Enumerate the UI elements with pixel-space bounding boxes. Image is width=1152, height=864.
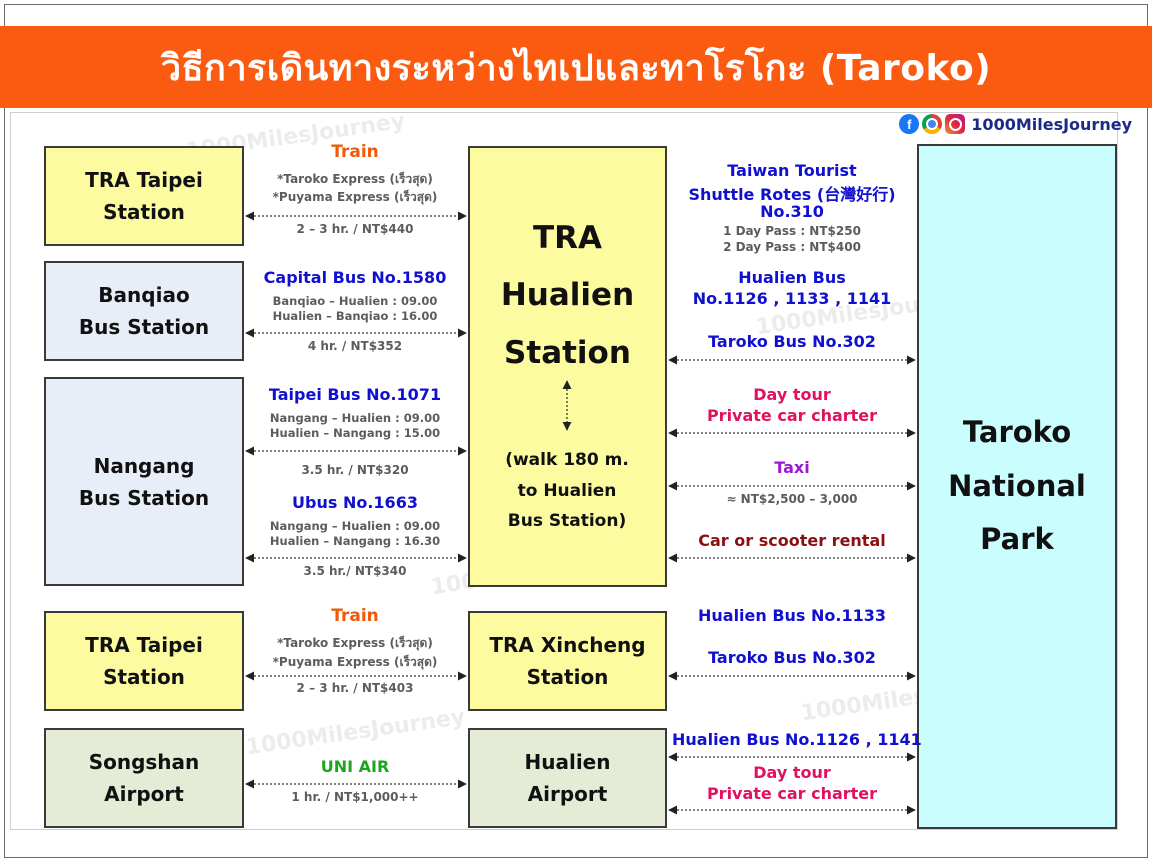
box-line: Banqiao: [98, 283, 190, 307]
route-train-note: *Taroko Express (เร็วสุด): [277, 172, 433, 186]
box-line: Hualien: [524, 750, 611, 774]
box-line: Station: [526, 665, 609, 689]
box-line: Bus Station: [78, 485, 210, 510]
content-area: [10, 112, 1118, 830]
route-tarokobus2-title: Taroko Bus No.302: [708, 648, 876, 667]
route-air-info: 1 hr. / NT$1,000++: [291, 790, 419, 804]
route-train-note: *Puyama Express (เร็วสุด): [272, 190, 438, 204]
route-daytour-title: Private car charter: [706, 406, 878, 425]
brand-name: 1000MilesJourney: [971, 114, 1132, 134]
instagram-icon[interactable]: [945, 114, 966, 134]
route-capital-note: Hualien – Banqiao : 16.00: [272, 309, 438, 323]
box-line: Station: [103, 200, 185, 224]
route-daytour-title: Day tour: [753, 385, 831, 404]
route-train2-note: *Puyama Express (เร็วสุด): [272, 655, 438, 669]
route-hualienbus-title: Hualien Bus: [738, 268, 846, 287]
box-line: Park: [980, 522, 1054, 557]
route-shuttle-note: 2 Day Pass : NT$400: [723, 240, 861, 254]
route-daytour2-title: Day tour: [753, 763, 831, 782]
route-capital-title: Capital Bus No.1580: [263, 268, 447, 287]
route-rental-title: Car or scooter rental: [698, 531, 886, 550]
route-tarokobus-title: Taroko Bus No.302: [708, 332, 876, 351]
box-line: TRA Taipei: [85, 633, 203, 657]
box-line: Airport: [104, 782, 184, 806]
route-ubus-note: Hualien – Nangang : 16.30: [269, 534, 441, 548]
route-ubus-title: Ubus No.1663: [292, 493, 418, 512]
box-line: Airport: [527, 782, 608, 806]
route-ubus-note: Nangang – Hualien : 09.00: [269, 519, 441, 533]
box-line: TRA Taipei: [85, 168, 203, 192]
tra-hualien-station-box: TRA Hualien Station: [468, 146, 667, 587]
route-train2-info: 2 – 3 hr. / NT$403: [296, 681, 414, 695]
route-hualienbus-title: No.1126 , 1133 , 1141: [692, 289, 892, 308]
box-line: National: [948, 468, 1086, 503]
walk-line: (walk 180 m.: [505, 450, 629, 470]
route-train-info: 2 – 3 hr. / NT$440: [296, 222, 414, 236]
page-title: วิธีการเดินทางระหว่างไทเปและทาโรโกะ (Tar…: [0, 26, 1152, 108]
route-taipeibus-note: Nangang – Hualien : 09.00: [269, 411, 441, 425]
route-taxi-title: Taxi: [774, 458, 810, 477]
box-line: TRA Xincheng: [489, 633, 646, 657]
box-line: TRA: [532, 220, 602, 256]
route-air-title: UNI AIR: [320, 757, 390, 776]
walk-line: to Hualien: [517, 480, 617, 501]
route-taipeibus-info: 3.5 hr. / NT$320: [301, 463, 409, 477]
facebook-icon[interactable]: f: [899, 114, 920, 134]
route-ubus-info: 3.5 hr./ NT$340: [303, 564, 407, 578]
box-line: Station: [103, 665, 185, 689]
box-line: Bus Station: [78, 315, 210, 339]
route-shuttle-note: 1 Day Pass : NT$250: [723, 224, 861, 238]
route-shuttle-title: Taiwan Tourist: [727, 161, 857, 180]
route-hb1133-title: Hualien Bus No.1133: [697, 606, 887, 625]
route-train-title: Train: [331, 142, 379, 162]
route-taipeibus-title: Taipei Bus No.1071: [268, 385, 442, 404]
route-hb1126-title: Hualien Bus No.1126 , 1141: [672, 730, 922, 749]
route-train2-note: *Taroko Express (เร็วสุด): [277, 636, 433, 650]
route-capital-info: 4 hr. / NT$352: [307, 339, 403, 353]
walk-line: Bus Station): [507, 511, 627, 532]
route-train2-title: Train: [331, 606, 379, 626]
brand-bar: f 1000MilesJourney: [899, 114, 1132, 134]
route-shuttle-title: Shuttle Rotes (台灣好行): [688, 185, 896, 204]
box-line: Nangang: [93, 453, 195, 478]
box-line: Songshan: [88, 750, 200, 774]
route-daytour2-title: Private car charter: [706, 784, 878, 803]
route-taxi-info: ≈ NT$2,500 – 3,000: [726, 492, 858, 506]
route-shuttle-title: No.310: [760, 202, 824, 221]
chrome-icon[interactable]: [922, 114, 943, 134]
box-line: Taroko: [962, 415, 1072, 450]
route-taipeibus-note: Hualien – Nangang : 15.00: [269, 426, 441, 440]
taroko-national-park-box: Taroko National Park: [917, 144, 1117, 829]
walk-note: (walk 180 m. to Hualien Bus Station): [471, 445, 663, 537]
box-line: Hualien: [500, 277, 635, 314]
box-line: Station: [504, 334, 631, 371]
route-capital-note: Banqiao – Hualien : 09.00: [272, 294, 438, 308]
